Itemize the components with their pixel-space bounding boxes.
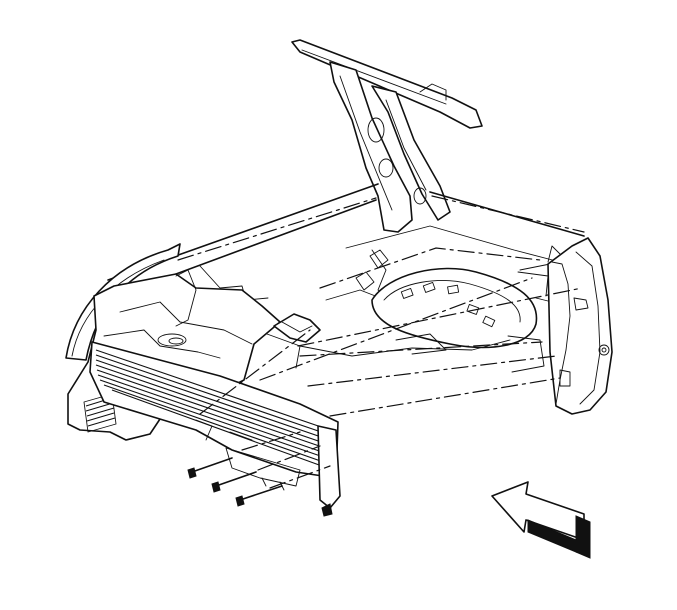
view-direction-arrow <box>491 481 591 559</box>
retaining-bolt-1 <box>187 457 233 479</box>
retaining-bolt <box>187 457 283 507</box>
retaining-bolt-2 <box>211 471 257 493</box>
rear-cargo-floor <box>107 183 589 369</box>
retaining-bolt-3 <box>235 485 283 507</box>
assembly-lines <box>177 195 585 489</box>
rear-sill-trim-panel <box>89 313 341 517</box>
right-quarter-trim <box>507 237 613 415</box>
rear-closure-panel <box>291 39 483 233</box>
